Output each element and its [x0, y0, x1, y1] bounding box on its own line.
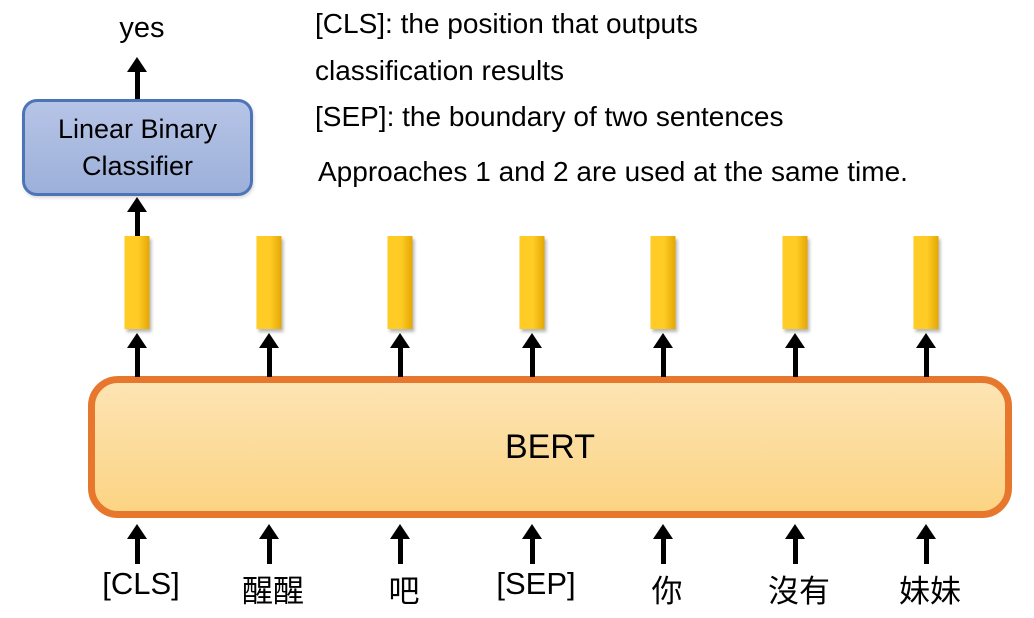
embedding-bar: [256, 236, 282, 329]
token-label: 醒醒: [242, 574, 304, 609]
token-label: 吧: [388, 574, 420, 609]
arrow-head-icon: [127, 57, 147, 72]
arrow-stem: [529, 348, 535, 377]
arrow-head-icon: [916, 333, 936, 348]
arrow-bert-to-embedding-icon: [522, 333, 542, 377]
arrow-bert-to-embedding-icon: [127, 333, 147, 377]
bert-label: BERT: [504, 427, 596, 466]
arrow-stem: [529, 539, 535, 564]
arrow-cls-embedding-to-classifier-icon: [127, 197, 147, 238]
linear-binary-classifier-box: Linear Binary Classifier: [22, 99, 253, 196]
arrow-head-icon: [522, 333, 542, 348]
arrow-token-to-bert-icon: [785, 524, 805, 564]
token-label: [CLS]: [102, 566, 180, 601]
arrow-stem: [134, 348, 140, 377]
token-label: 你: [651, 574, 683, 609]
arrow-token-to-bert-icon: [390, 524, 410, 564]
arrow-head-icon: [259, 333, 279, 348]
classifier-output-label: yes: [119, 12, 165, 44]
arrow-stem: [266, 348, 272, 377]
note-cls-definition-line2: classification results: [315, 55, 564, 86]
token-label: 妹妹: [899, 574, 961, 609]
arrow-stem: [660, 539, 666, 564]
arrow-head-icon: [785, 333, 805, 348]
arrow-bert-to-embedding-icon: [916, 333, 936, 377]
arrow-stem: [266, 539, 272, 564]
arrow-token-to-bert-icon: [259, 524, 279, 564]
embedding-bar: [519, 236, 545, 329]
arrow-head-icon: [916, 524, 936, 539]
arrow-head-icon: [390, 524, 410, 539]
arrow-head-icon: [259, 524, 279, 539]
arrow-stem: [923, 539, 929, 564]
arrow-bert-to-embedding-icon: [653, 333, 673, 377]
arrow-head-icon: [390, 333, 410, 348]
arrow-token-to-bert-icon: [522, 524, 542, 564]
token-label: 沒有: [768, 574, 830, 609]
arrow-stem: [660, 348, 666, 377]
arrow-stem: [792, 539, 798, 564]
arrow-head-icon: [653, 333, 673, 348]
arrow-head-icon: [785, 524, 805, 539]
arrow-stem: [397, 348, 403, 377]
arrow-classifier-to-output-icon: [127, 57, 147, 99]
embedding-bar: [650, 236, 676, 329]
arrow-stem: [397, 539, 403, 564]
classifier-label-line2: Classifier: [81, 150, 194, 181]
arrow-stem: [134, 72, 140, 99]
token-label: [SEP]: [496, 566, 576, 601]
arrow-head-icon: [127, 333, 147, 348]
arrow-stem: [792, 348, 798, 377]
arrow-token-to-bert-icon: [127, 524, 147, 564]
note-approaches: Approaches 1 and 2 are used at the same …: [318, 156, 908, 187]
arrow-stem: [134, 539, 140, 564]
arrow-stem: [134, 212, 140, 238]
arrow-bert-to-embedding-icon: [259, 333, 279, 377]
arrow-head-icon: [522, 524, 542, 539]
embedding-bar: [782, 236, 808, 329]
arrow-stem: [923, 348, 929, 377]
note-cls-definition-line1: [CLS]: the position that outputs: [315, 8, 698, 39]
embedding-bar: [387, 236, 413, 329]
arrow-bert-to-embedding-icon: [390, 333, 410, 377]
bert-model-box: BERT: [88, 376, 1012, 518]
arrow-head-icon: [127, 197, 147, 212]
arrow-token-to-bert-icon: [653, 524, 673, 564]
note-sep-definition: [SEP]: the boundary of two sentences: [315, 101, 784, 132]
classifier-label-line1: Linear Binary: [57, 113, 218, 144]
arrow-head-icon: [127, 524, 147, 539]
arrow-bert-to-embedding-icon: [785, 333, 805, 377]
embedding-bar: [124, 236, 150, 329]
arrow-token-to-bert-icon: [916, 524, 936, 564]
arrow-head-icon: [653, 524, 673, 539]
embedding-bar: [913, 236, 939, 329]
